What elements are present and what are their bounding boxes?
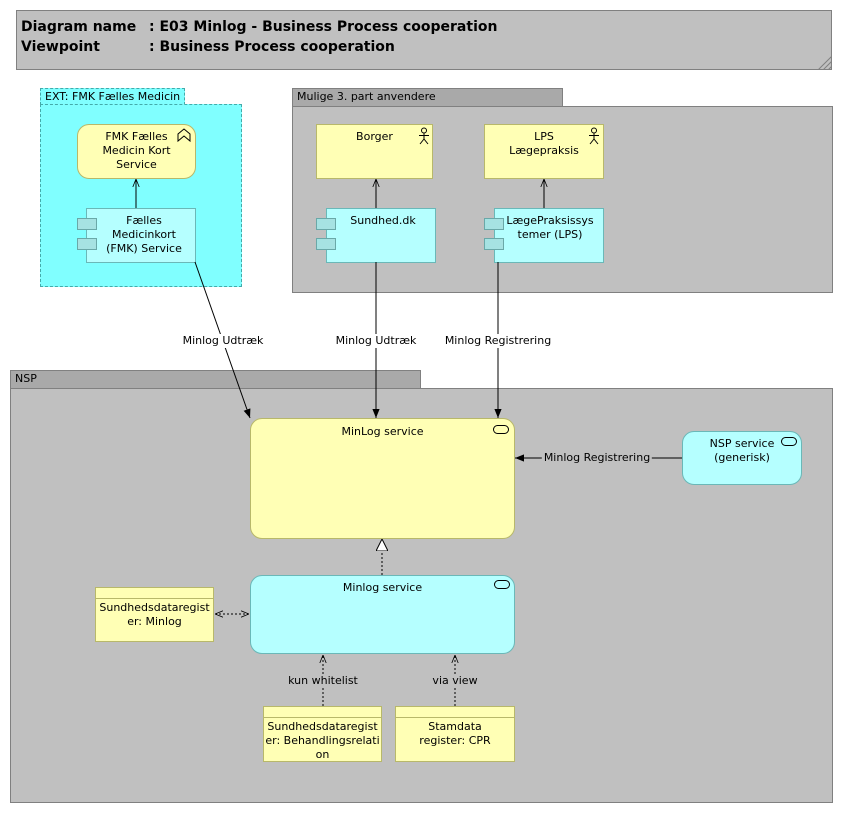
sundhed-label: Sundhed.dk <box>350 214 416 227</box>
relation-label: Minlog Udtræk <box>180 334 266 348</box>
sds-behandling-data-object[interactable]: Sundhedsdataregister: Behandlingsrelatio… <box>263 706 382 762</box>
service-icon <box>494 580 510 589</box>
component-icon <box>484 238 504 250</box>
relation-label: Minlog Registrering <box>442 334 554 348</box>
lps-label: LPS Lægepraksis <box>509 130 579 157</box>
stamdata-label: Stamdata register: CPR <box>419 720 491 747</box>
viewpoint-key: Viewpoint <box>21 39 100 55</box>
minlog-business-service[interactable]: MinLog service <box>250 418 515 539</box>
component-icon <box>316 218 336 230</box>
nsp-service-label: NSP service (generisk) <box>709 437 775 464</box>
relation-label: kun whitelist <box>286 674 360 688</box>
fmk-service-label: FMK Fælles Medicin Kort Service <box>102 130 171 171</box>
relation-label: Minlog Registrering <box>541 451 653 465</box>
lps-actor[interactable]: LPS Lægepraksis <box>484 124 604 179</box>
service-icon <box>781 437 797 446</box>
borger-label: Borger <box>356 130 393 143</box>
component-icon <box>77 218 97 230</box>
actor-icon <box>589 127 599 145</box>
sds-behandling-label: Sundhedsdataregister: Behandlingsrelatio… <box>265 720 380 761</box>
fmk-business-service[interactable]: FMK Fælles Medicin Kort Service <box>77 124 196 179</box>
service-icon <box>493 425 509 434</box>
sds-minlog-label: Sundhedsdataregister: Minlog <box>99 601 210 628</box>
sundhed-dk-component[interactable]: Sundhed.dk <box>326 208 436 263</box>
diagram-name-value: : E03 Minlog - Business Process cooperat… <box>149 19 498 35</box>
stamdata-data-object[interactable]: Stamdata register: CPR <box>395 706 515 762</box>
minlog-application-service[interactable]: Minlog service <box>250 575 515 654</box>
relation-label: via view <box>430 674 480 688</box>
fmk-component-label: Fælles Medicinkort (FMK) Service <box>106 214 182 255</box>
component-icon <box>316 238 336 250</box>
actor-icon <box>419 127 429 145</box>
business-interface-icon <box>177 128 191 143</box>
fmk-application-component[interactable]: Fælles Medicinkort (FMK) Service <box>86 208 196 263</box>
header-fold-icon <box>818 56 832 70</box>
viewpoint-value: : Business Process cooperation <box>149 39 395 55</box>
relation-label: Minlog Udtræk <box>333 334 419 348</box>
group-mulige-tab[interactable]: Mulige 3. part anvendere <box>292 88 563 107</box>
sds-minlog-data-object[interactable]: Sundhedsdataregister: Minlog <box>95 587 214 642</box>
diagram-name-key: Diagram name <box>21 19 137 35</box>
minlog-app-service-label: Minlog service <box>342 581 423 594</box>
minlog-business-service-label: MinLog service <box>341 425 424 438</box>
diagram-header: Diagram name : E03 Minlog - Business Proc… <box>16 10 832 70</box>
borger-actor[interactable]: Borger <box>316 124 433 179</box>
component-icon <box>484 218 504 230</box>
lps-system-label: LægePraksissystemer (LPS) <box>506 214 594 241</box>
component-icon <box>77 238 97 250</box>
lps-system-component[interactable]: LægePraksissystemer (LPS) <box>494 208 604 263</box>
